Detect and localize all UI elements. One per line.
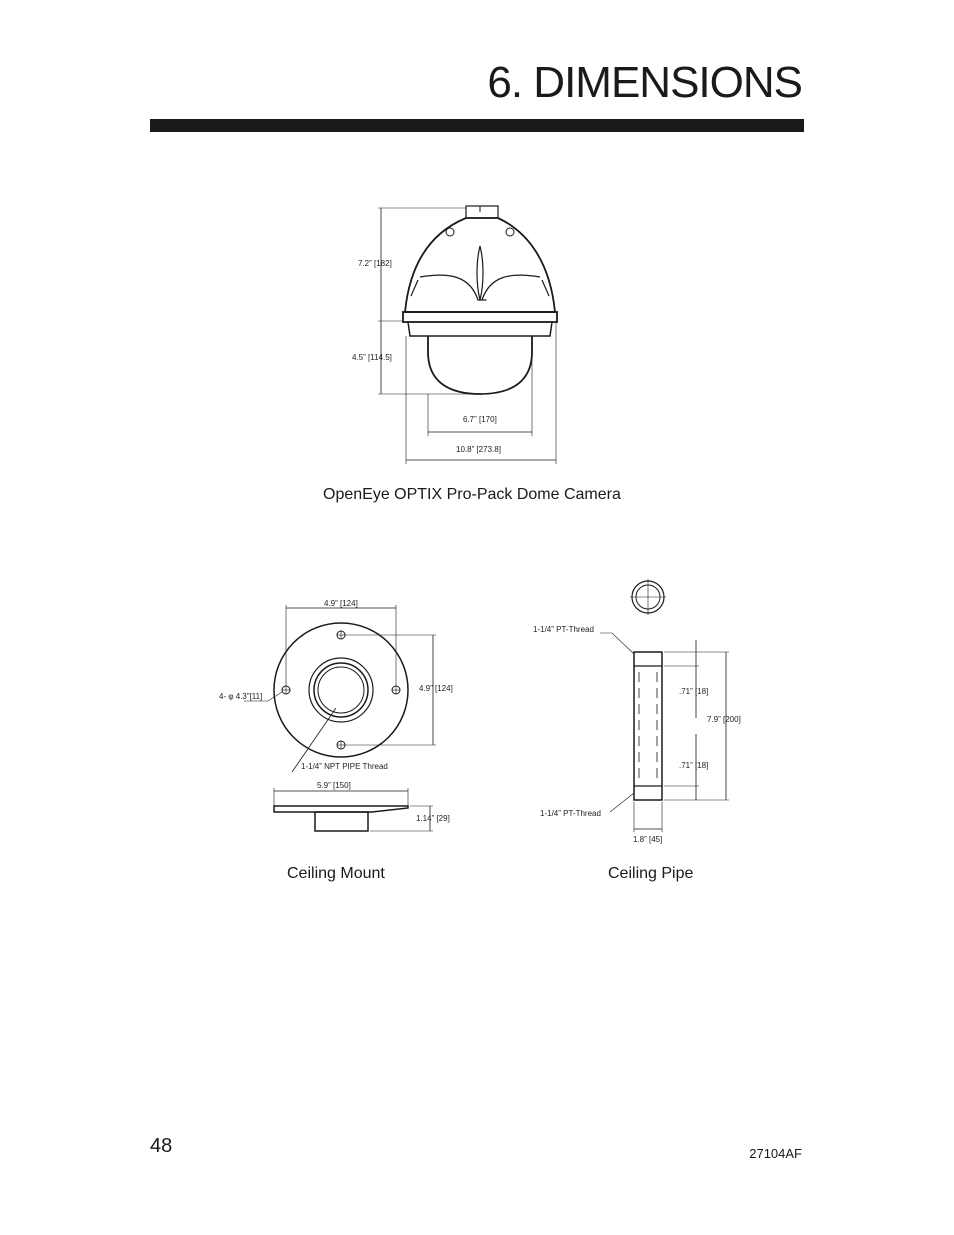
pipe-thread-top-label: 1-1/4” PT-Thread <box>533 625 594 634</box>
page-number: 48 <box>150 1135 173 1157</box>
ceiling-mount-caption: Ceiling Mount <box>287 865 385 882</box>
ceiling-mount-drawing: 4.9” [124] 4.9” [124] 4- φ 4.3”[11] 1-1/… <box>219 599 453 832</box>
mount-hole-spacing-v-label: 4.9” [124] <box>419 684 453 693</box>
pipe-length-label: 7.9” [200] <box>707 715 741 724</box>
mount-diameter-label: 5.9” [150] <box>317 781 351 790</box>
pipe-top-thread-length-label: .71” [18] <box>679 687 708 696</box>
title-divider-bar <box>150 119 804 132</box>
mount-thread-label: 1-1/4” NPT PIPE Thread <box>301 762 388 771</box>
camera-caption: OpenEye OPTIX Pro-Pack Dome Camera <box>323 486 621 503</box>
pipe-thread-bottom-label: 1-1/4” PT-Thread <box>540 809 601 818</box>
mount-height-label: 1.14” [29] <box>416 814 450 823</box>
document-code: 27104AF <box>749 1146 802 1161</box>
ceiling-pipe-caption: Ceiling Pipe <box>608 865 693 882</box>
dome-width-label: 6.7” [170] <box>463 415 497 424</box>
dome-camera-drawing: 7.2” [182] 4.5” [114.5] 6.7” [170] 10.8”… <box>352 205 558 464</box>
dome-height-lower-label: 4.5” [114.5] <box>352 353 392 362</box>
dome-height-upper-label: 7.2” [182] <box>358 259 392 268</box>
housing-width-label: 10.8” [273.8] <box>456 445 501 454</box>
mount-hole-spacing-h-label: 4.9” [124] <box>324 599 358 608</box>
pipe-width-label: 1.8” [45] <box>633 835 662 844</box>
mount-hole-size-label: 4- φ 4.3”[11] <box>219 692 262 701</box>
pipe-bottom-thread-length-label: .71” [18] <box>679 761 708 770</box>
page-title: 6. DIMENSIONS <box>487 58 803 107</box>
ceiling-pipe-drawing: 1-1/4” PT-Thread 1-1/4” PT-Thread .71” [… <box>533 579 741 844</box>
